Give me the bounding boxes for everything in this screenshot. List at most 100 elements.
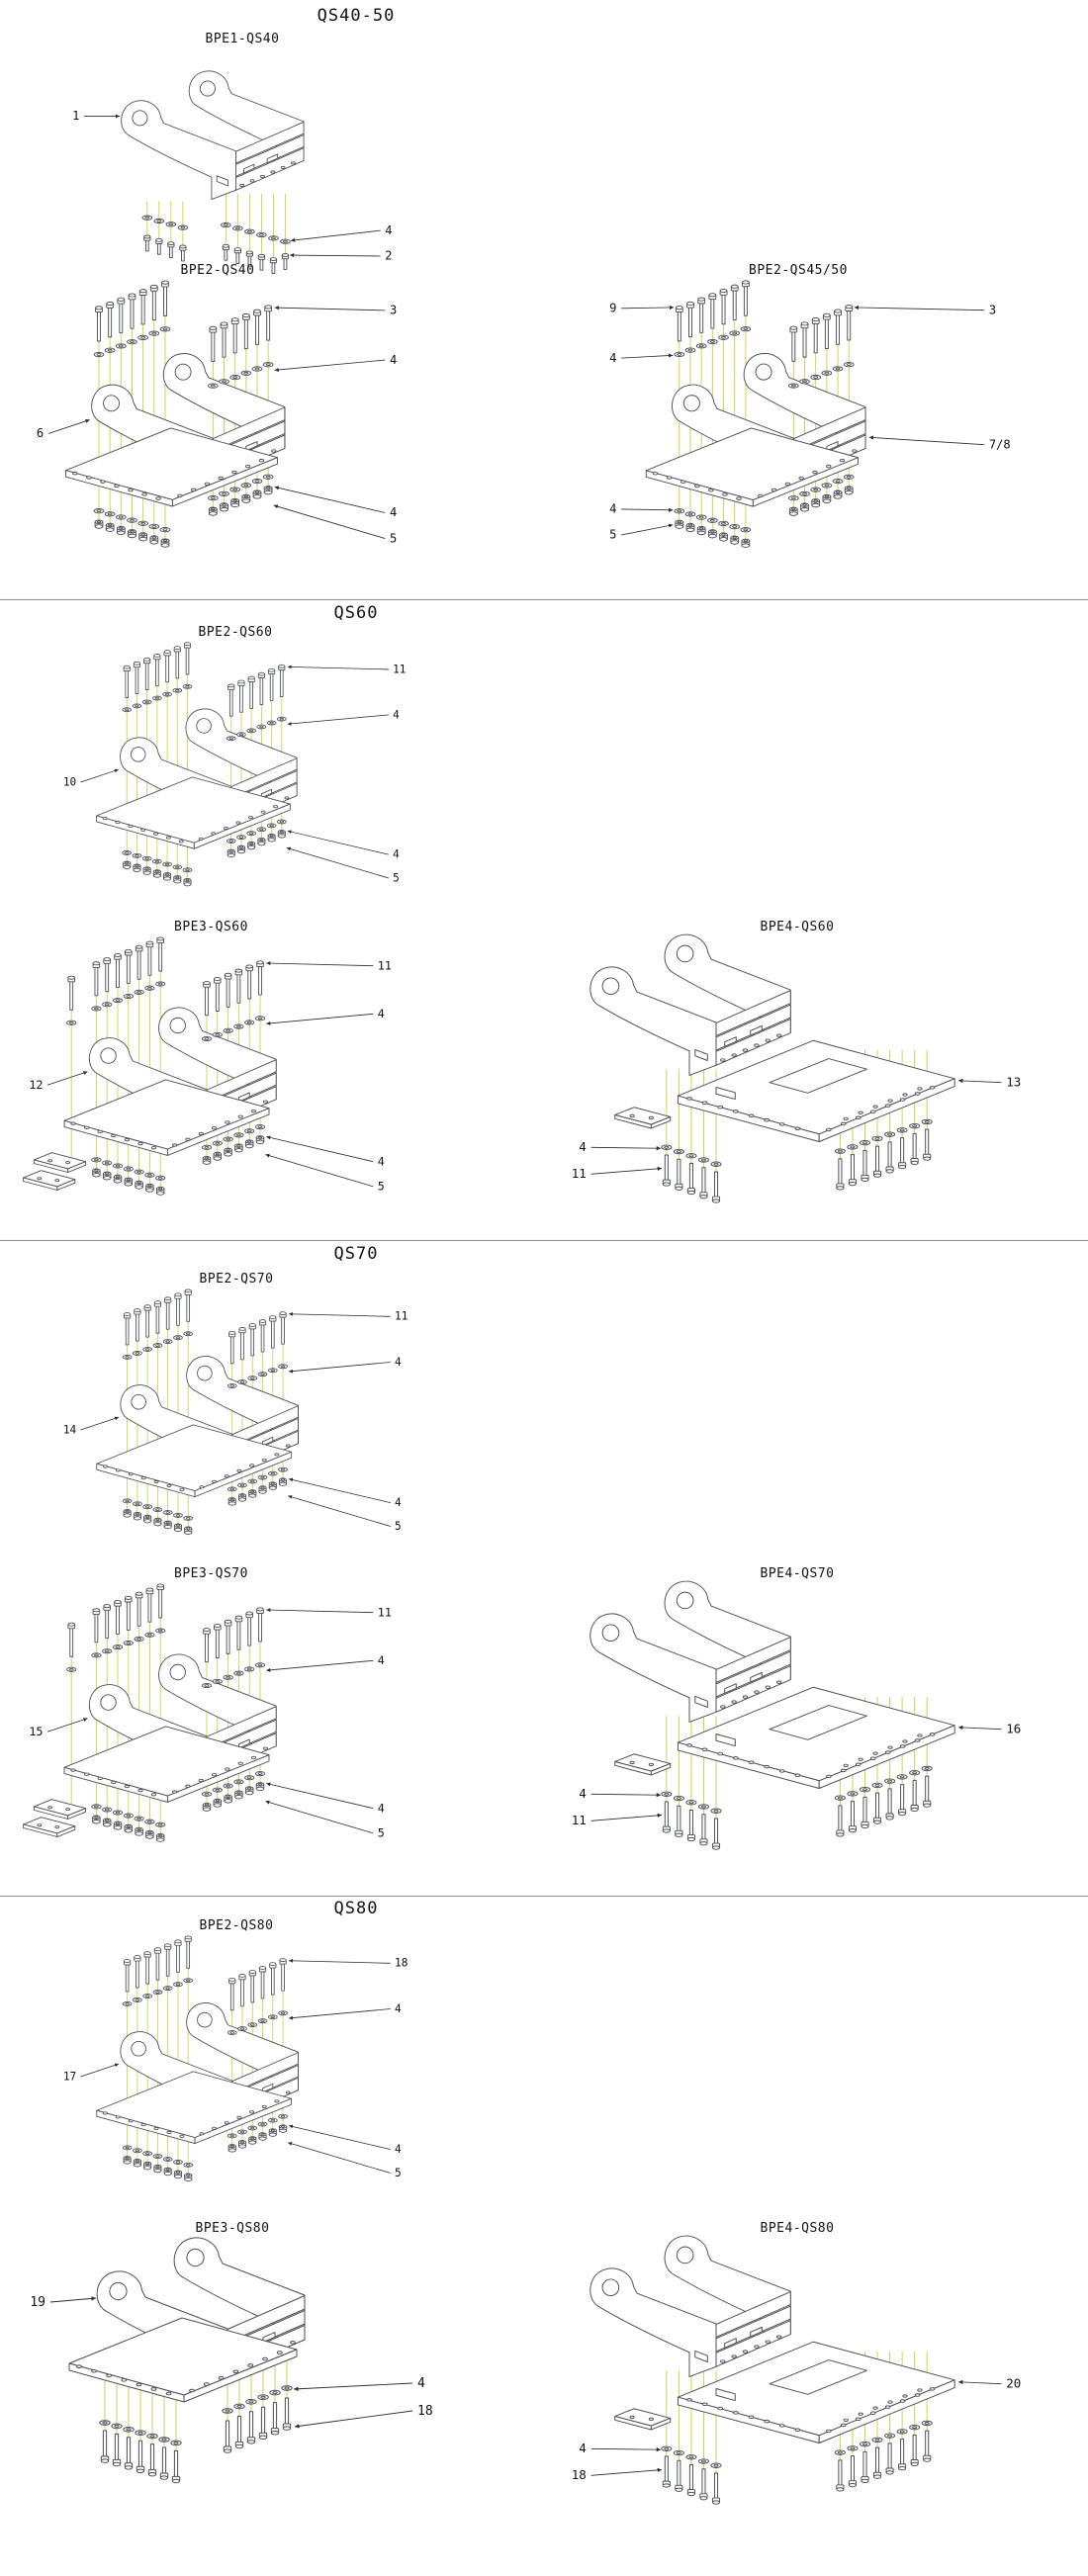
top-right-bolts <box>228 1958 287 2011</box>
callout: 4 <box>579 1786 662 1801</box>
callout: 12 <box>29 1071 88 1092</box>
diagram-label: BPE2-QS40 <box>180 263 255 278</box>
callout-number: 2 <box>385 249 392 263</box>
callout-number: 11 <box>572 1166 587 1181</box>
diagram-label: BPE3-QS60 <box>174 920 248 934</box>
callout-number: 20 <box>1006 2376 1021 2391</box>
extra-bolt <box>66 975 77 1159</box>
diagram-label: BPE2-QS45/50 <box>749 263 848 278</box>
callout: 3 <box>854 303 996 316</box>
callout-number: 3 <box>390 304 397 317</box>
callout-number: 5 <box>378 1826 385 1840</box>
callout: 6 <box>37 418 90 440</box>
callout: 4 <box>266 1135 385 1168</box>
callout: 11 <box>289 1310 408 1323</box>
callout-number: 12 <box>29 1078 43 1092</box>
section-title-qs60: QS60 <box>333 603 379 623</box>
coupler-bracket <box>590 1581 790 1722</box>
callout: 11 <box>572 1166 663 1181</box>
callout: 4 <box>293 2376 425 2392</box>
callout: 10 <box>63 768 119 788</box>
bottom-right-nuts <box>227 830 286 858</box>
callout: 4 <box>579 1139 662 1154</box>
bottom-right-nuts <box>208 486 273 516</box>
diagram-canvas: 13 4 11 <box>572 935 1021 1203</box>
callout: 4 <box>274 486 397 519</box>
right-washers <box>221 222 291 244</box>
callout: 11 <box>572 1813 663 1827</box>
callout: 18 <box>572 2467 663 2482</box>
callout: 9 <box>609 302 675 315</box>
callout-number: 4 <box>417 2376 425 2391</box>
left-washers <box>141 215 189 230</box>
callout: 15 <box>29 1718 88 1738</box>
callout: 11 <box>287 663 406 675</box>
callout: 4 <box>288 1477 402 1509</box>
coupler-bracket <box>122 71 304 200</box>
callout: 18 <box>294 2404 433 2429</box>
diagram-label: BPE3-QS70 <box>174 1566 248 1581</box>
diagram-label: BPE1-QS40 <box>205 32 280 46</box>
callout: 14 <box>63 1416 120 1436</box>
callout-number: 4 <box>390 353 397 367</box>
section-divider <box>0 599 1088 600</box>
callout-number: 4 <box>609 502 616 516</box>
callout: 11 <box>266 958 392 972</box>
callout: 1 <box>72 109 121 123</box>
callout: 4 <box>288 2124 402 2156</box>
diagram-canvas: 20 4 18 <box>572 2237 1021 2505</box>
callout: 4 <box>290 223 393 242</box>
diagram-label: BPE2-QS70 <box>199 1272 274 1287</box>
shim-pad <box>614 1753 672 1776</box>
top-right-bolts <box>789 305 854 362</box>
callout-number: 14 <box>63 1423 77 1436</box>
diagram-canvas: 1 4 2 <box>72 47 393 274</box>
spacer-pads <box>23 1152 87 1191</box>
callout-number: 11 <box>378 1605 392 1619</box>
bolt-axis-lines <box>146 194 286 260</box>
callout: 13 <box>958 1075 1021 1090</box>
callout-number: 4 <box>395 2002 402 2015</box>
right-bolts <box>836 2430 932 2492</box>
callout-number: 4 <box>395 2143 402 2156</box>
callout-number: 4 <box>378 1801 385 1815</box>
callout-number: 5 <box>393 871 400 884</box>
diagram-canvas: 16 4 11 <box>572 1581 1021 1850</box>
section-divider <box>0 1240 1088 1241</box>
bottom-right-nuts <box>788 486 854 516</box>
callout: 7/8 <box>868 435 1011 451</box>
callout: 4 <box>266 1782 385 1815</box>
spacer-pads <box>23 1799 87 1837</box>
callout: 2 <box>290 249 393 263</box>
callout-number: 4 <box>393 848 400 861</box>
callout-number: 11 <box>395 1310 408 1323</box>
callout-number: 5 <box>395 2167 402 2179</box>
callout: 16 <box>958 1722 1021 1736</box>
bottom-right-nuts <box>227 1477 288 1506</box>
section-title-qs40-50: QS40-50 <box>317 6 396 26</box>
callout: 4 <box>579 2441 662 2455</box>
callout-number: 17 <box>63 2070 76 2083</box>
callout: 5 <box>265 1800 385 1840</box>
callout-number: 5 <box>378 1180 385 1194</box>
left-bolts <box>143 234 187 262</box>
diagram-canvas: 11 4 15 4 5 <box>23 1583 392 1843</box>
shim-pad <box>614 2408 672 2431</box>
callout-number: 4 <box>378 1653 385 1667</box>
callout-number: 4 <box>393 708 400 721</box>
callout-number: 5 <box>395 1520 402 1533</box>
diagram-canvas: 11 4 10 4 5 <box>63 642 406 887</box>
diagram-label: BPE4-QS70 <box>760 1566 835 1581</box>
callout-number: 15 <box>29 1725 43 1738</box>
callout: 5 <box>265 1153 385 1194</box>
callout-number: 10 <box>63 775 76 788</box>
